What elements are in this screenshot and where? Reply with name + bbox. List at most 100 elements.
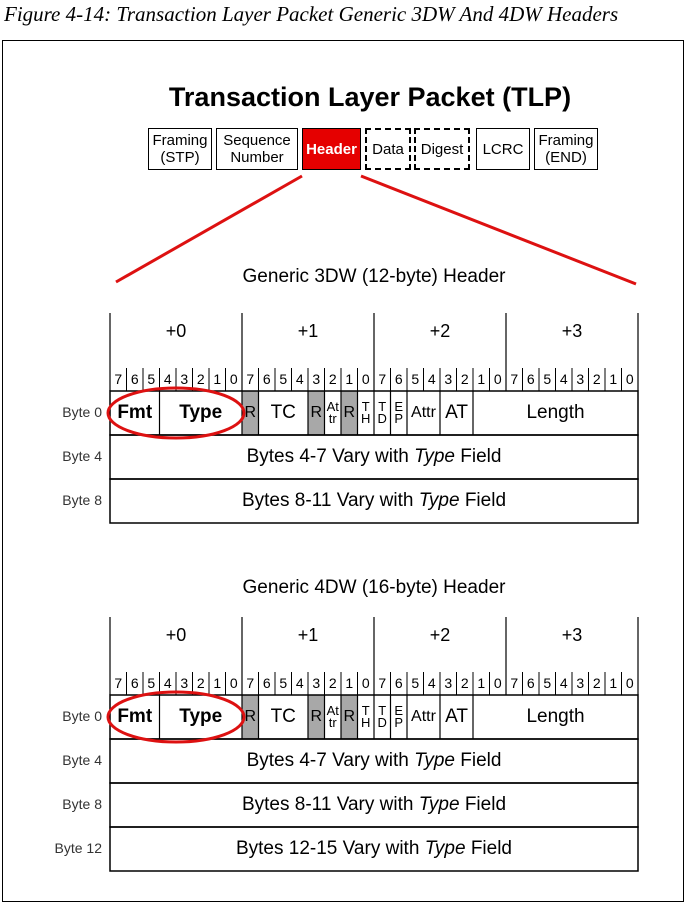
bit-number-label: 4 (559, 371, 568, 387)
tlp-box-label: Digest (420, 140, 464, 158)
ep-field: E P (391, 391, 408, 435)
field-label: TC (270, 402, 296, 423)
type-word-text: Type (414, 750, 455, 771)
bit-number-label: 1 (213, 675, 222, 691)
bit-number-label: 6 (526, 371, 535, 387)
vary-row-text: Bytes 8-11 Vary with Type Field (110, 479, 638, 523)
header-4dw-title: Generic 4DW (16-byte) Header (242, 577, 506, 598)
fmt-type-highlight-ellipse (106, 386, 246, 440)
reserved-field: R (341, 391, 358, 435)
type-word-text: Type (418, 794, 460, 815)
byte-offset-label: +1 (297, 625, 319, 645)
field-label: At tr (326, 399, 339, 426)
vary-suffix-text: Field (464, 490, 507, 511)
field-label: AT (445, 402, 468, 423)
bit-number-label: 3 (312, 371, 321, 387)
type-word-text: Type (424, 838, 466, 859)
field-label: Attr (411, 708, 436, 725)
byte-range-text: Bytes 8-11 (241, 490, 332, 511)
tlp-header-box: Header (302, 128, 361, 170)
header-row-box (109, 434, 639, 480)
byte-row-label: Byte 4 (62, 752, 102, 768)
bit-number-label: 4 (427, 371, 436, 387)
attr-field: Attr (407, 391, 440, 435)
bit-number-label: 6 (394, 675, 403, 691)
type-field: Type (160, 695, 243, 739)
field-label: Fmt (117, 706, 153, 727)
bit-number-label: 3 (444, 675, 453, 691)
type-word-text: Type (414, 446, 455, 467)
fmt-type-highlight-ellipse (106, 690, 246, 744)
bit-number-label: 4 (559, 675, 568, 691)
vary-row-text: Bytes 4-7 Vary with Type Field (110, 435, 638, 479)
bit-number-label: 0 (229, 371, 238, 387)
length-field: Length (473, 695, 638, 739)
byte-offset-label: +1 (297, 321, 319, 341)
bit-number-label: 6 (262, 371, 271, 387)
bit-number-label: 3 (576, 675, 585, 691)
bit-number-label: 1 (345, 675, 354, 691)
fmt-field: Fmt (110, 695, 160, 739)
bit-number-label: 0 (229, 675, 238, 691)
bit-number-label: 2 (460, 675, 469, 691)
bit-number-label: 1 (609, 371, 618, 387)
attr-bit-field: At tr (325, 391, 342, 435)
bit-number-label: 5 (279, 371, 288, 387)
bit-number-label: 7 (510, 371, 519, 387)
bit-number-label: 6 (526, 675, 535, 691)
bit-number-label: 4 (163, 675, 172, 691)
tc-field: TC (259, 391, 309, 435)
attr-bit-field: At tr (325, 695, 342, 739)
field-label: Type (179, 402, 223, 423)
tlp-box-label: Sequence Number (223, 132, 291, 166)
field-label: Length (526, 402, 585, 423)
bit-number-label: 0 (361, 675, 370, 691)
vary-prefix-text: Vary with (332, 446, 409, 467)
bit-number-label: 2 (592, 371, 601, 387)
bit-number-label: 1 (609, 675, 618, 691)
tlp-box-label: Framing (STP) (152, 132, 208, 166)
tlp-box-label: LCRC (482, 140, 524, 158)
vary-suffix-text: Field (464, 794, 507, 815)
bit-number-label: 0 (493, 675, 502, 691)
vary-row-text: Bytes 8-11 Vary with Type Field (110, 783, 638, 827)
bit-number-label: 2 (196, 675, 205, 691)
vary-prefix-text: Vary with (342, 838, 420, 859)
reserved-field: R (242, 391, 259, 435)
field-label: T H (361, 399, 371, 426)
bit-number-label: 4 (163, 371, 172, 387)
field-label: R (343, 404, 356, 421)
byte-offset-label: +3 (561, 625, 583, 645)
at-field: AT (440, 695, 473, 739)
ep-field: E P (391, 695, 408, 739)
bit-number-label: 5 (279, 675, 288, 691)
byte-range-text: Bytes 4-7 (246, 446, 327, 467)
bit-number-label: 0 (625, 675, 634, 691)
bit-number-label: 7 (246, 371, 255, 387)
bit-number-label: 3 (180, 675, 189, 691)
bit-number-label: 2 (328, 675, 337, 691)
bit-number-label: 1 (477, 371, 486, 387)
tlp-sequence-number-box: Sequence Number (216, 128, 298, 170)
bit-number-label: 5 (543, 371, 552, 387)
vary-prefix-text: Vary with (336, 490, 414, 511)
byte-row-label: Byte 0 (62, 404, 102, 420)
field-label: R (310, 404, 323, 421)
bit-number-label: 0 (493, 371, 502, 387)
byte-offset-label: +2 (429, 625, 451, 645)
bit-number-label: 7 (378, 371, 387, 387)
tc-field: TC (259, 695, 309, 739)
byte-range-text: Bytes 4-7 (246, 750, 327, 771)
tlp-box-label: Framing (END) (538, 132, 594, 166)
field-label: R (310, 708, 323, 725)
bit-number-label: 5 (147, 675, 156, 691)
bit-number-label: 2 (460, 371, 469, 387)
bit-number-label: 7 (378, 675, 387, 691)
field-label: Fmt (117, 402, 153, 423)
vary-suffix-text: Field (460, 446, 502, 467)
tlp-lcrc-box: LCRC (476, 128, 530, 170)
byte-row-label: Byte 0 (62, 708, 102, 724)
fmt-field: Fmt (110, 391, 160, 435)
bit-number-label: 7 (246, 675, 255, 691)
